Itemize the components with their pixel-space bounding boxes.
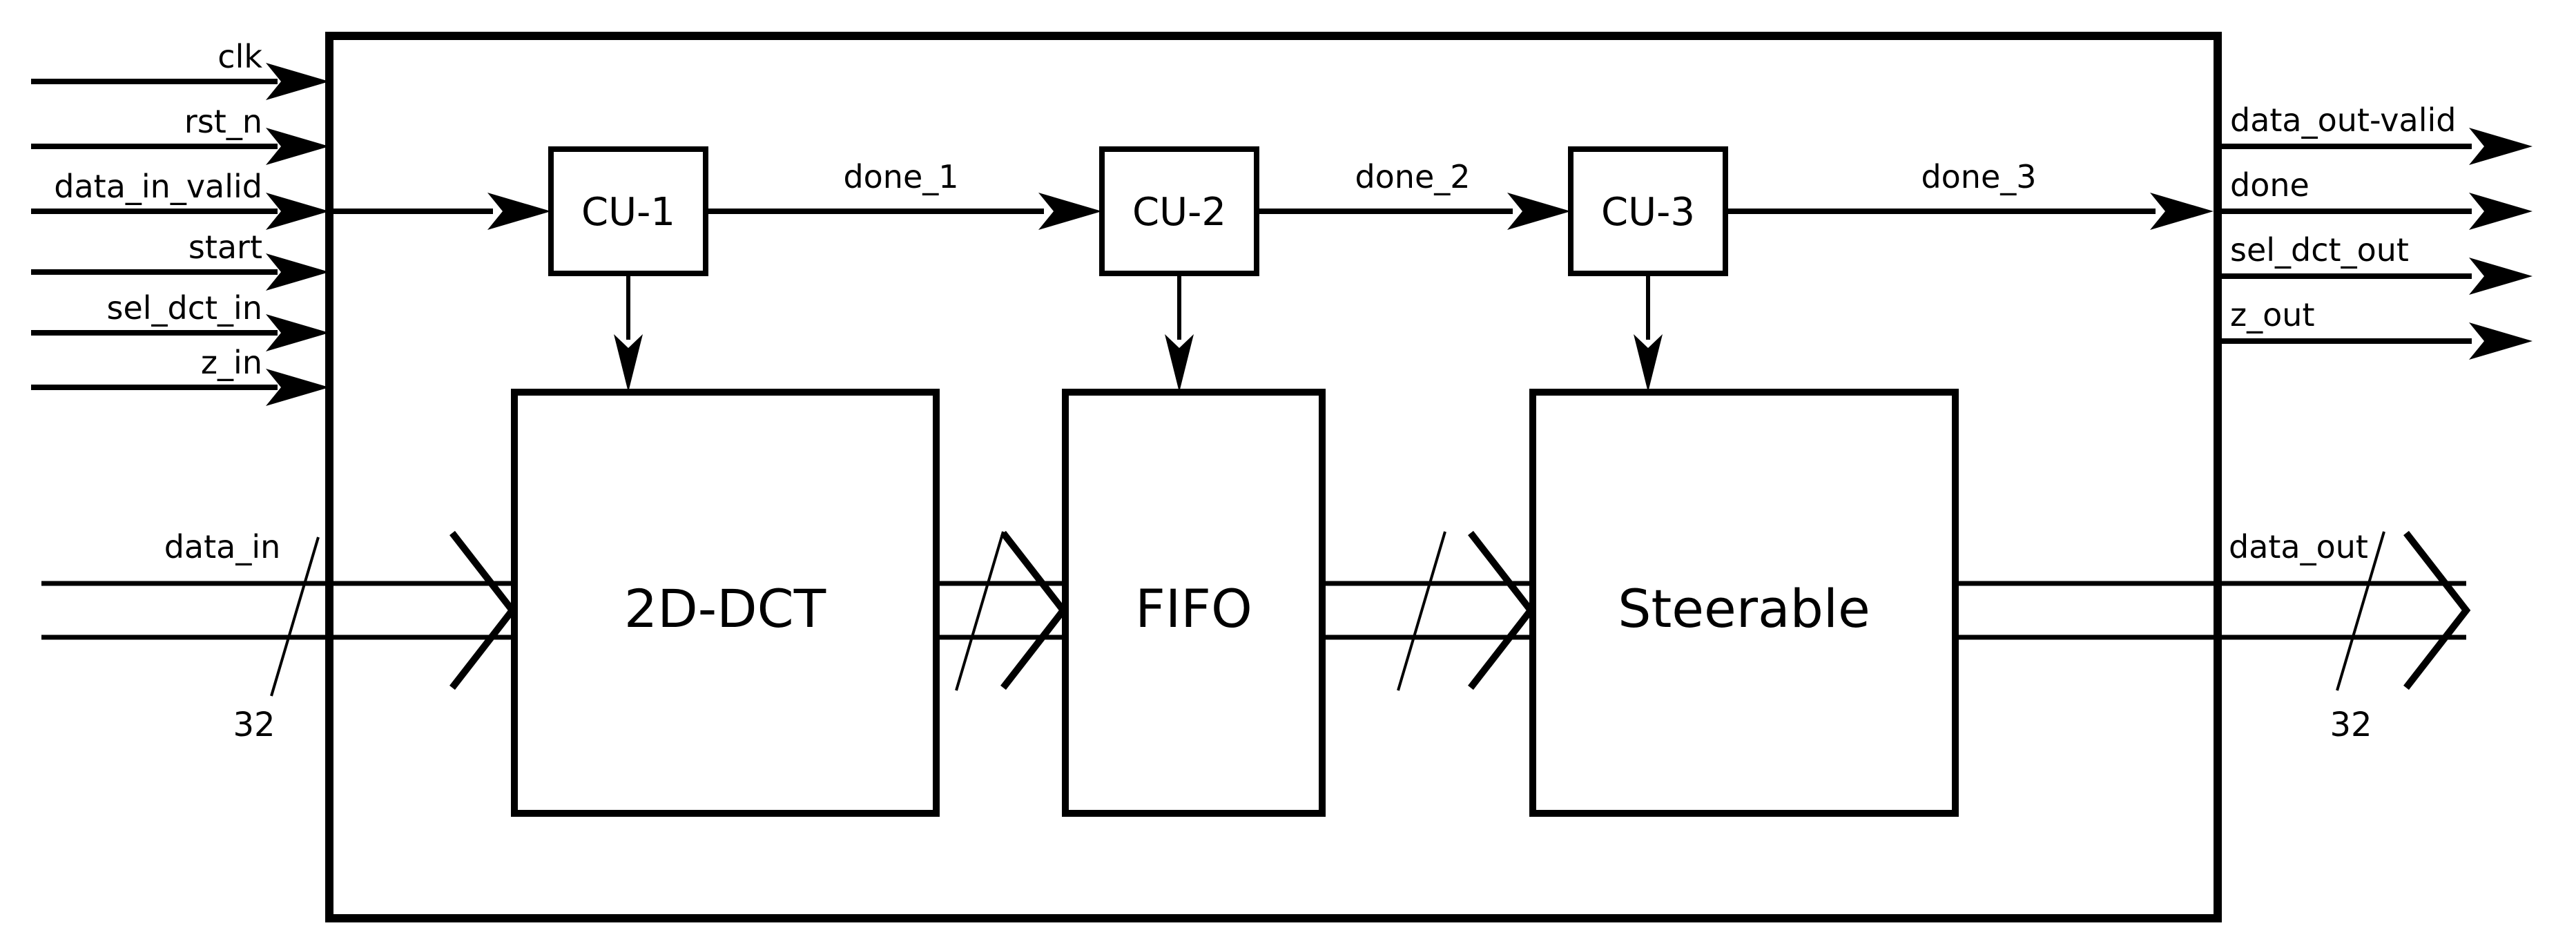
arrowhead-down-icon <box>614 334 643 392</box>
clk-label: clk <box>217 38 262 75</box>
arrowhead-right-icon <box>266 253 329 291</box>
output-signal-sel-dct-out: sel_dct_out <box>2218 231 2533 295</box>
arrowhead-right-icon <box>1507 193 1571 230</box>
arrowhead-right-icon <box>2469 258 2533 295</box>
cu1-control-arrow <box>614 273 643 392</box>
steerable-label: Steerable <box>1618 578 1870 639</box>
z-out-label: z_out <box>2230 296 2314 333</box>
cu2-control-arrow <box>1165 273 1194 392</box>
sel-dct-in-label: sel_dct_in <box>106 289 262 327</box>
data-out-width-label: 32 <box>2330 706 2372 744</box>
bus-chevron-icon <box>2403 530 2471 690</box>
done2-signal: done_2 <box>1257 158 1571 230</box>
bus-width-slash-icon <box>270 536 320 697</box>
dct-box <box>511 389 940 817</box>
start-label: start <box>188 229 262 266</box>
done3-signal: done_3 <box>1725 158 2214 230</box>
input-signal-clk: clk <box>31 38 329 100</box>
arrowhead-right-icon <box>2469 128 2533 165</box>
arrowhead-right-icon <box>2150 193 2214 230</box>
arrowhead-down-icon <box>1634 334 1663 392</box>
output-signal-z-out: z_out <box>2218 296 2533 360</box>
bus-chevron-icon <box>1468 530 1536 690</box>
arrowhead-right-icon <box>487 193 551 230</box>
arrowhead-right-icon <box>1038 193 1102 230</box>
cu1-label: CU-1 <box>581 190 675 235</box>
done1-signal: done_1 <box>706 158 1102 230</box>
arrowhead-right-icon <box>2469 193 2533 230</box>
cu2-label: CU-2 <box>1132 190 1226 235</box>
done2-label: done_2 <box>1355 158 1470 195</box>
input-signal-sel-dct-in: sel_dct_in <box>31 289 329 351</box>
input-signal-z-in: z_in <box>31 344 329 406</box>
arrowhead-down-icon <box>1165 334 1194 392</box>
output-signal-done: done <box>2218 166 2533 230</box>
wire-data-in-valid-to-cu1 <box>333 193 551 230</box>
input-signal-data-in-valid: data_in_valid <box>31 168 329 230</box>
arrowhead-right-icon <box>266 193 329 230</box>
data-in-width-label: 32 <box>233 706 275 744</box>
steerable-box <box>1529 389 1959 817</box>
dct-to-fifo-bus <box>936 530 1068 691</box>
arrowhead-right-icon <box>2469 322 2533 360</box>
dct-label: 2D-DCT <box>624 578 826 639</box>
arrowhead-right-icon <box>266 314 329 351</box>
arrowhead-right-icon <box>266 128 329 165</box>
bus-width-slash-icon <box>955 531 1005 691</box>
arrowhead-right-icon <box>266 63 329 100</box>
arrowhead-right-icon <box>266 369 329 406</box>
cu3-label: CU-3 <box>1601 190 1695 235</box>
data-out-valid-label: data_out-valid <box>2230 101 2456 139</box>
output-signal-data-out-valid: data_out-valid <box>2218 101 2533 165</box>
bus-width-slash-icon <box>1397 531 1446 691</box>
input-signal-rst-n: rst_n <box>31 103 329 165</box>
done1-label: done_1 <box>843 158 958 195</box>
module-boundary-box <box>325 32 2222 922</box>
fifo-box <box>1062 389 1326 817</box>
data-in-bus: data_in 32 <box>41 528 517 744</box>
fifo-label: FIFO <box>1135 578 1252 639</box>
data-in-label: data_in <box>164 528 281 565</box>
bus-chevron-icon <box>1000 530 1068 690</box>
fifo-block: FIFO <box>1062 389 1326 817</box>
sel-dct-out-label: sel_dct_out <box>2230 231 2409 269</box>
dct-block: 2D-DCT <box>511 389 940 817</box>
cu3-block: CU-3 <box>1568 146 1728 276</box>
z-in-label: z_in <box>201 344 262 381</box>
data-out-label: data_out <box>2229 528 2368 565</box>
cu1-block: CU-1 <box>548 146 708 276</box>
steerable-block: Steerable <box>1529 389 1959 817</box>
bus-chevron-icon <box>449 530 517 690</box>
bus-width-slash-icon <box>2336 531 2385 691</box>
cu2-block: CU-2 <box>1099 146 1259 276</box>
data-out-bus: data_out 32 <box>1955 528 2471 744</box>
input-signal-start: start <box>31 229 329 291</box>
done3-label: done_3 <box>1921 158 2036 195</box>
cu3-control-arrow <box>1634 273 1663 392</box>
fifo-to-steerable-bus <box>1322 530 1536 691</box>
rst-n-label: rst_n <box>184 103 262 140</box>
done-label: done <box>2230 166 2309 204</box>
data-in-valid-label: data_in_valid <box>54 168 262 205</box>
